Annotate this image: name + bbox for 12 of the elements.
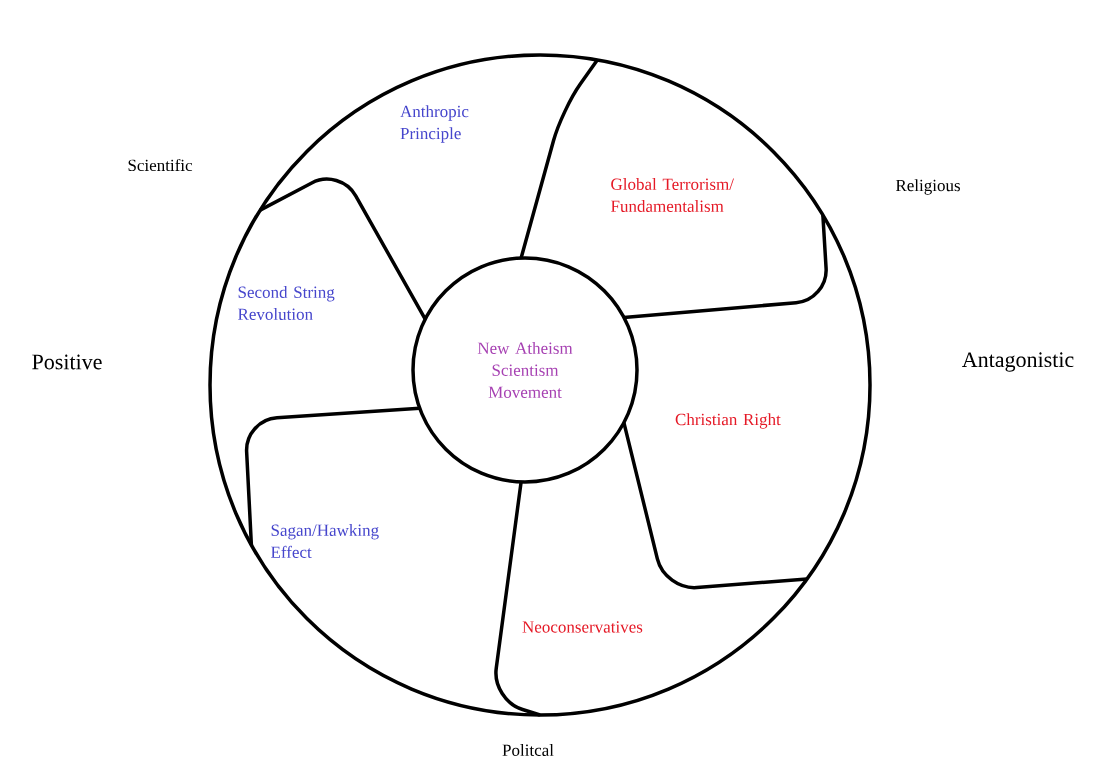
segment-label: Sagan/Hawking Effect	[271, 524, 379, 558]
outer-circle	[208, 53, 872, 717]
axis-label: Positive	[32, 354, 102, 370]
segment-label: Neoconservatives	[522, 621, 643, 633]
segment-label: Second String Revolution	[238, 286, 335, 320]
segment-label: Global Terrorism/ Fundamentalism	[611, 178, 734, 212]
axis-label: Politcal	[502, 744, 554, 756]
axis-label: Religious	[895, 179, 960, 195]
axis-label: Scientific	[128, 158, 193, 172]
axis-label: Antagonistic	[962, 352, 1074, 372]
segment-label: Christian Right	[675, 413, 781, 429]
segment-label: Anthropic Principle	[400, 105, 469, 143]
